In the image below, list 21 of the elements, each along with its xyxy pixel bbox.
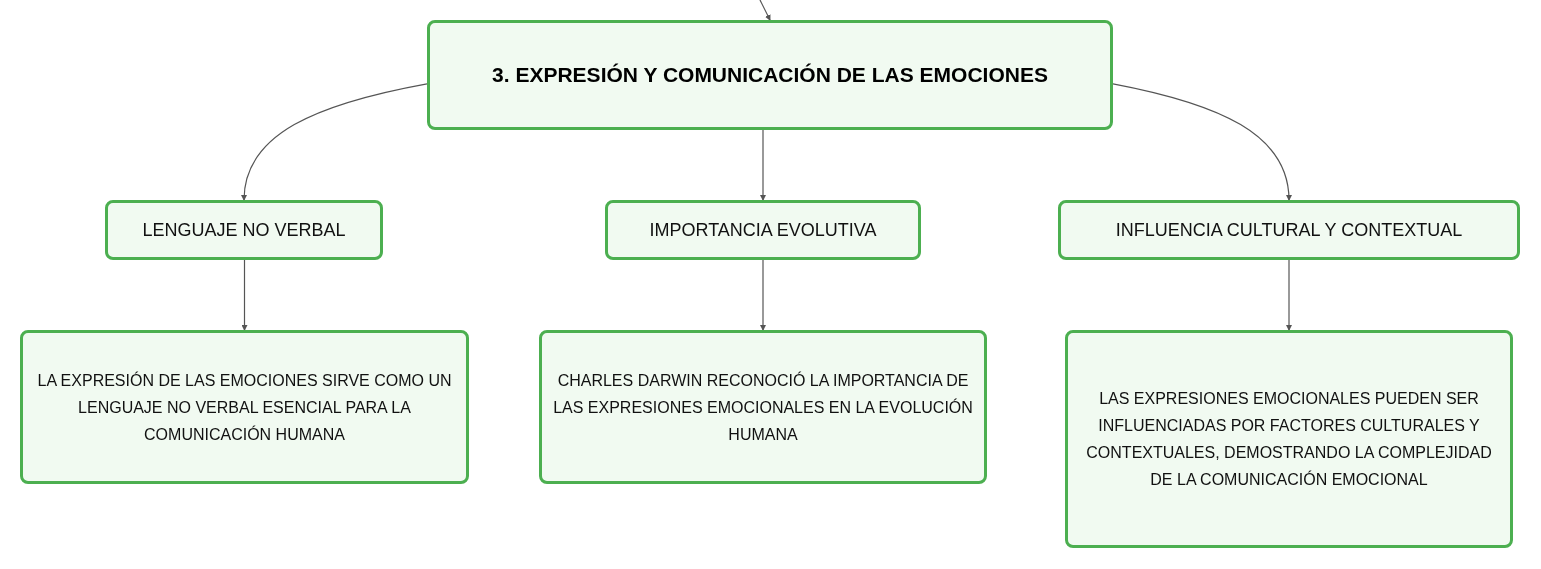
description-box	[539, 330, 987, 484]
description-box	[1065, 330, 1513, 548]
connector-arrow	[1286, 259, 1292, 331]
subtopic-box	[605, 200, 921, 260]
connector-arrow	[241, 259, 248, 331]
connector-arrow	[1112, 83, 1292, 201]
node-text: LAS EXPRESIONES EMOCIONALES PUEDEN SER INFLUENCIADAS POR FACTORES CULTURALES Y CONTEXTUALES, DEMOSTRANDO LA COMPLEJIDAD DE LA COMUNICACIÓN EMOCIONAL	[1085, 389, 1493, 490]
subtopic-box	[105, 200, 383, 260]
node-text: IMPORTANCIA EVOLUTIVA	[649, 218, 877, 242]
connector-arrow	[759, 0, 771, 21]
subtopic-box	[1058, 200, 1520, 260]
topic-box	[427, 20, 1113, 130]
connector-arrow	[241, 83, 428, 201]
node-text: INFLUENCIA CULTURAL Y CONTEXTUAL	[1115, 218, 1463, 242]
node-text: LENGUAJE NO VERBAL	[142, 218, 346, 242]
description-box	[20, 330, 469, 484]
node-text: 3. EXPRESIÓN Y COMUNICACIÓN DE LAS EMOCIONES	[492, 62, 1048, 89]
connector-arrow	[760, 259, 766, 331]
connector-arrow	[760, 129, 766, 201]
node-text: LA EXPRESIÓN DE LAS EMOCIONES SIRVE COMO UN LENGUAJE NO VERBAL ESENCIAL PARA LA COMUNICACIÓN HUMANA	[36, 370, 453, 445]
node-text: CHARLES DARWIN RECONOCIÓ LA IMPORTANCIA DE LAS EXPRESIONES EMOCIONALES EN LA EVOLUCIÓN HUMANA	[552, 370, 974, 445]
